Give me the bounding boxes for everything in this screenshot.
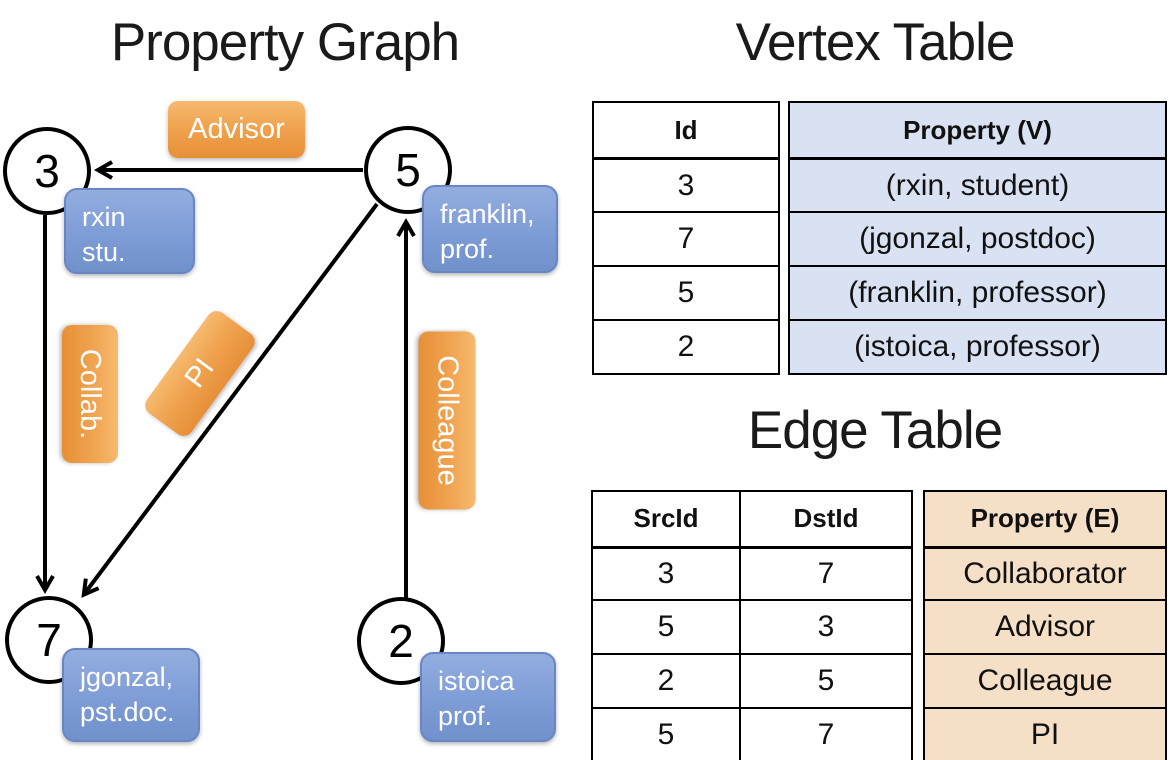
node-2-property-line2: prof.	[438, 701, 493, 731]
edge-table-srcid-cell: 5	[593, 599, 739, 653]
edge-table-srcid-column: SrcId 3 5 2 5	[591, 490, 741, 760]
vertex-table-id-column: Id 3 7 5 2	[592, 101, 780, 376]
vertex-table-id-header: Id	[674, 114, 698, 145]
edge-table-property-cell: Collaborator	[925, 545, 1165, 600]
node-2-id: 2	[388, 615, 414, 667]
vertex-table-id-cell: 3	[594, 157, 778, 211]
edge-label-advisor: Advisor	[168, 101, 305, 158]
vertex-table-id-cell: 2	[594, 319, 778, 373]
edge-table-title: Edge Table	[747, 401, 1003, 460]
node-5-property-label: franklin, prof.	[422, 185, 558, 273]
vertex-table-property-cell: (istoica, professor)	[790, 319, 1165, 373]
node-7-property-line1: jgonzal,	[80, 662, 174, 692]
edge-table-dstid-cell: 5	[741, 653, 911, 707]
edge-table-property-cell: Advisor	[925, 599, 1165, 653]
graph-edges-canvas	[35, 160, 416, 598]
node-3-property-line1: rxin	[82, 202, 126, 232]
vertex-table-property-column: Property (V) (rxin, student) (jgonzal, p…	[788, 101, 1167, 376]
edge-table-dstid-header: DstId	[793, 503, 859, 534]
edge-table-property-cell: Colleague	[925, 653, 1165, 707]
property-graph-title: Property Graph	[110, 13, 460, 72]
vertex-table-property-cell: (rxin, student)	[790, 157, 1165, 211]
node-5-id: 5	[395, 144, 421, 196]
node-7-property-line2: pst.doc.	[80, 697, 175, 727]
vertex-table-id-cell: 7	[594, 211, 778, 265]
vertex-table-title: Vertex Table	[735, 13, 1016, 72]
edge-table-dstid-cell: 7	[741, 706, 911, 760]
edge-label-colleague: Colleague	[418, 331, 476, 510]
node-5-property-line2: prof.	[440, 234, 495, 264]
edge-table-property-header: Property (E)	[970, 503, 1120, 534]
node-3-property-label: rxin stu.	[64, 188, 195, 274]
edge-table-srcid-header: SrcId	[633, 503, 699, 534]
edge-table-dstid-column: DstId 7 3 5 7	[739, 490, 913, 760]
node-5-property-line1: franklin,	[440, 199, 535, 229]
vertex-table-property-cell: (jgonzal, postdoc)	[790, 211, 1165, 265]
edge-table-property-cell: PI	[925, 706, 1165, 760]
edge-pi-5-to-7	[81, 202, 379, 598]
edge-table-srcid-cell: 5	[593, 706, 739, 760]
edge-table-dstid-cell: 7	[741, 545, 911, 600]
vertex-table-property-cell: (franklin, professor)	[790, 265, 1165, 319]
edge-table-srcid-cell: 2	[593, 653, 739, 707]
vertex-table-id-cell: 5	[594, 265, 778, 319]
edge-table-srcid-cell: 3	[593, 545, 739, 600]
node-3-id: 3	[34, 145, 60, 197]
graph-node-5: 5	[364, 126, 452, 214]
vertex-table-property-header: Property (V)	[903, 114, 1052, 145]
graph-node-2: 2	[357, 597, 445, 685]
node-2-property-line1: istoica	[438, 666, 515, 696]
node-7-property-label: jgonzal, pst.doc.	[62, 648, 200, 742]
node-2-property-label: istoica prof.	[420, 652, 556, 742]
edge-table-dstid-cell: 3	[741, 599, 911, 653]
edge-label-collab: Collab.	[62, 325, 118, 463]
node-3-property-line2: stu.	[82, 237, 126, 267]
edge-table-property-column: Property (E) Collaborator Advisor Collea…	[923, 490, 1167, 760]
node-7-id: 7	[36, 614, 62, 666]
